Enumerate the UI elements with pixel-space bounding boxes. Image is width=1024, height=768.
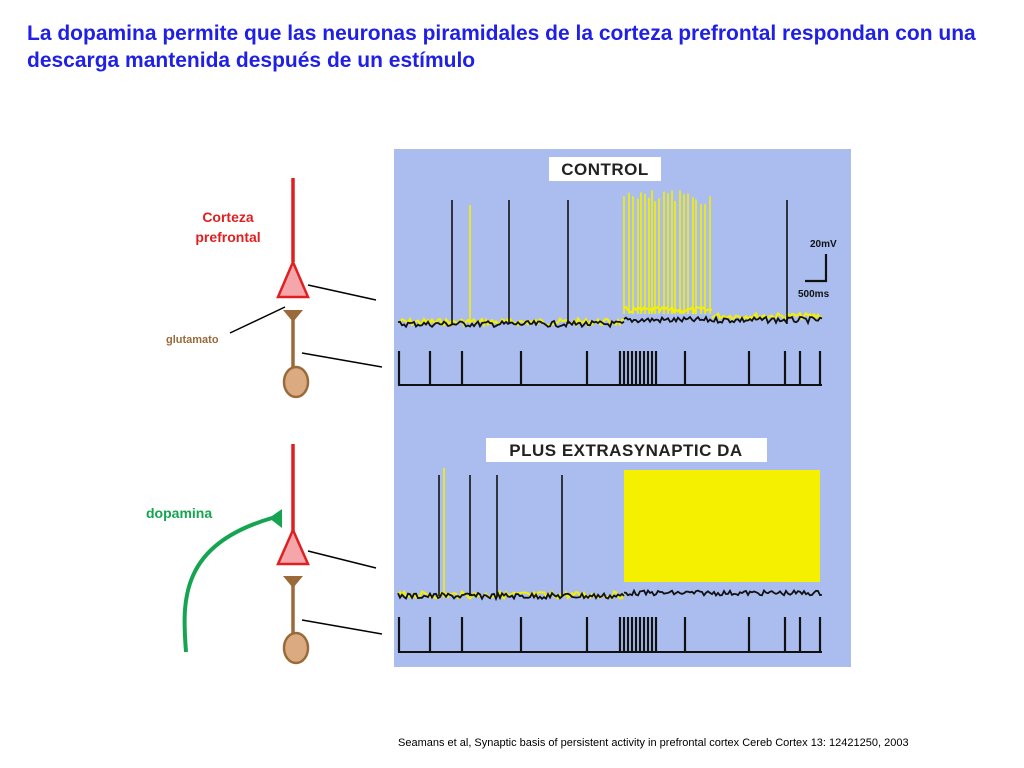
da-label-box: [486, 438, 767, 462]
da-yellow-trace: [397, 468, 820, 601]
slide-title: La dopamina permite que las neuronas pir…: [27, 22, 976, 72]
persistent-burst: [624, 470, 820, 582]
bottom-neuron-schematic: [182, 444, 383, 665]
scale-time: 500ms: [798, 289, 830, 300]
control-yellow-trace: [397, 190, 823, 329]
dopamine-fiber: [182, 516, 273, 653]
baseline: [397, 316, 625, 329]
scale-bar: [805, 254, 828, 283]
citation: Seamans et al, Synaptic basis of persist…: [398, 737, 909, 749]
control-label-box: [549, 157, 661, 181]
glutamate-soma: [282, 365, 310, 399]
control-stimulus-raster: [397, 351, 822, 386]
pointer-line: [307, 550, 377, 569]
baseline: [623, 588, 823, 597]
pointer-line: [307, 284, 377, 301]
control-black-trace: [397, 200, 823, 329]
pointer-line: [301, 619, 383, 635]
glutamate-terminal: [283, 310, 303, 322]
pyramidal-soma: [276, 526, 310, 566]
glutamate-label: glutamato: [166, 334, 219, 346]
dopamine-label: dopamina: [146, 505, 213, 521]
control-label: CONTROL: [561, 160, 649, 179]
top-neuron-schematic: [229, 178, 383, 399]
scale-voltage: 20mV: [810, 239, 837, 250]
cortex-label: Corteza prefrontal: [195, 209, 261, 245]
glutamate-soma: [282, 631, 310, 665]
baseline: [623, 315, 823, 326]
da-stimulus-raster: [397, 617, 822, 653]
da-label: PLUS EXTRASYNAPTIC DA: [509, 441, 742, 460]
dopamine-terminal: [269, 509, 282, 528]
baseline: [397, 591, 625, 602]
pyramidal-soma: [276, 258, 310, 299]
recording-panel: [394, 149, 851, 667]
pointer-line: [301, 352, 383, 368]
baseline: [397, 319, 625, 329]
da-black-trace: [397, 475, 823, 602]
glutamate-terminal: [283, 576, 303, 588]
pointer-line: [229, 306, 286, 334]
